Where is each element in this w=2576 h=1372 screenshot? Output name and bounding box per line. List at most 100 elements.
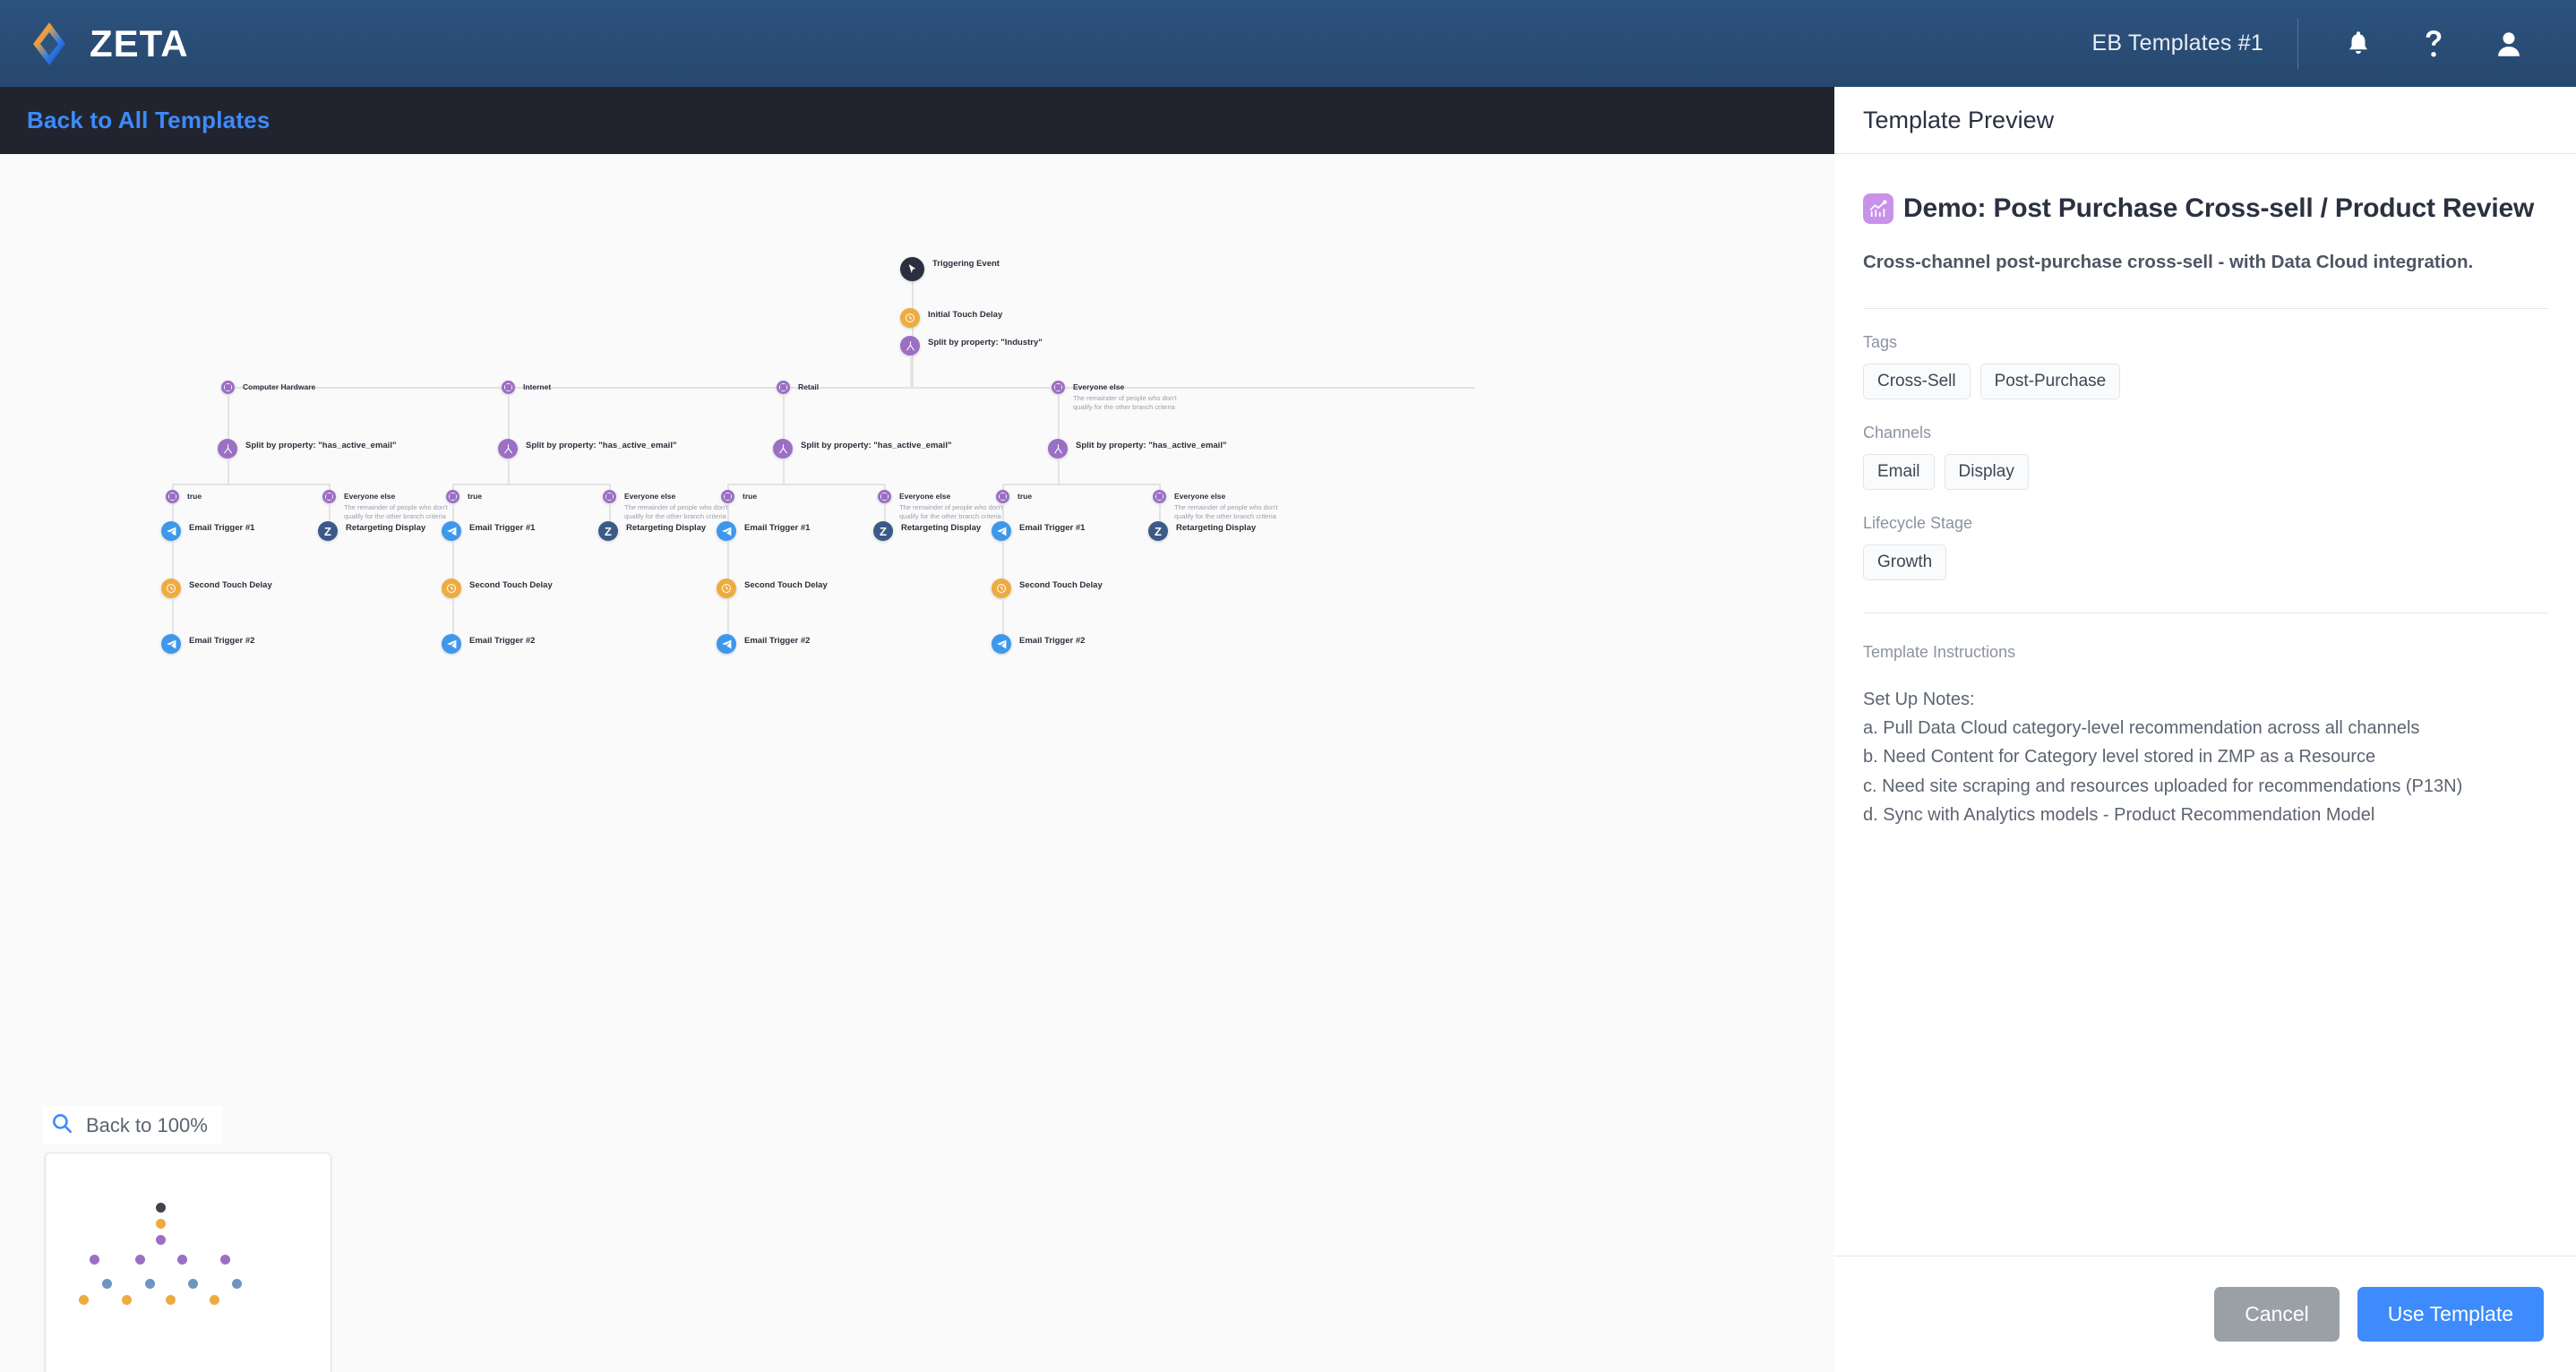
email-send-icon[interactable] [442, 521, 461, 541]
divider [1863, 307, 2547, 309]
branch-marker-icon[interactable] [1153, 490, 1166, 503]
channel-chip[interactable]: Email [1863, 453, 1935, 490]
branch-node[interactable]: true [166, 490, 202, 503]
branch-marker-icon[interactable] [996, 490, 1009, 503]
back-to-all-templates-link[interactable]: Back to All Templates [27, 107, 270, 133]
back-to-100-percent-button[interactable]: Back to 100% [43, 1106, 222, 1145]
flow-node-text: Email Trigger #1 [469, 521, 535, 534]
branch-node[interactable]: Computer Hardware [221, 381, 315, 394]
flow-node[interactable]: Split by property: "Industry" [900, 336, 1043, 356]
user-avatar-icon[interactable] [2485, 20, 2533, 68]
notification-bell-icon[interactable] [2334, 20, 2383, 68]
email-send-icon[interactable] [992, 634, 1011, 654]
channel-chip[interactable]: Display [1944, 453, 2029, 490]
lifecycle-chip[interactable]: Growth [1863, 544, 1947, 580]
clock-delay-icon[interactable] [161, 579, 181, 598]
clock-delay-icon[interactable] [900, 308, 920, 328]
help-question-icon[interactable] [2409, 20, 2458, 68]
flow-node[interactable]: Second Touch Delay [992, 579, 1103, 598]
zeta-display-icon[interactable]: Z [598, 521, 618, 541]
branch-marker-icon[interactable] [446, 490, 459, 503]
flow-node[interactable]: Split by property: "has_active_email" [1048, 439, 1226, 459]
brand-logo[interactable]: ZETA [25, 20, 189, 68]
flow-node[interactable]: Split by property: "has_active_email" [498, 439, 676, 459]
flow-node[interactable]: Email Trigger #1 [992, 521, 1085, 541]
flow-node[interactable]: Second Touch Delay [161, 579, 272, 598]
branch-node[interactable]: Retail [777, 381, 819, 394]
tag-chip[interactable]: Post-Purchase [1979, 363, 2121, 399]
split-branch-icon[interactable] [900, 336, 920, 356]
flow-node[interactable]: Email Trigger #1 [442, 521, 535, 541]
branch-node-label: true [743, 492, 758, 501]
flow-node[interactable]: Second Touch Delay [442, 579, 553, 598]
flow-node-text: Initial Touch Delay [928, 308, 1002, 321]
email-send-icon[interactable] [992, 521, 1011, 541]
branch-marker-icon[interactable] [322, 490, 336, 503]
email-send-icon[interactable] [717, 634, 736, 654]
branch-node[interactable]: true [996, 490, 1032, 503]
flow-node[interactable]: Email Trigger #1 [717, 521, 810, 541]
flow-node[interactable]: Split by property: "has_active_email" [773, 439, 951, 459]
branch-marker-icon[interactable] [166, 490, 179, 503]
flow-node[interactable]: Email Trigger #2 [442, 634, 535, 654]
email-send-icon[interactable] [717, 521, 736, 541]
zeta-display-icon[interactable]: Z [318, 521, 338, 541]
flow-edge [508, 459, 510, 484]
panel-footer: Cancel Use Template [1834, 1256, 2576, 1372]
flow-edge [172, 484, 330, 485]
split-branch-icon[interactable] [218, 439, 237, 459]
clock-delay-icon[interactable] [442, 579, 461, 598]
branch-marker-icon[interactable] [502, 381, 515, 394]
branch-marker-icon[interactable] [603, 490, 616, 503]
flow-node[interactable]: Second Touch Delay [717, 579, 828, 598]
branch-marker-icon[interactable] [878, 490, 891, 503]
branch-node[interactable]: true [721, 490, 757, 503]
email-send-icon[interactable] [442, 634, 461, 654]
minimap-node-dot [90, 1255, 99, 1265]
split-branch-icon[interactable] [773, 439, 793, 459]
branch-marker-icon[interactable] [1052, 381, 1065, 394]
branch-marker-icon[interactable] [721, 490, 734, 503]
flow-node[interactable]: Email Trigger #1 [161, 521, 254, 541]
cursor-click-icon[interactable] [900, 257, 924, 281]
use-template-button[interactable]: Use Template [2357, 1287, 2544, 1342]
branch-node[interactable]: true [446, 490, 482, 503]
flow-edge [329, 503, 331, 528]
branch-node-label: Everyone else [1174, 492, 1226, 501]
branch-marker-icon[interactable] [221, 381, 235, 394]
branch-marker-icon[interactable] [777, 381, 790, 394]
flow-node-text: Second Touch Delay [744, 579, 828, 591]
canvas-minimap[interactable] [45, 1153, 331, 1372]
flow-node[interactable]: Initial Touch Delay [900, 308, 1002, 328]
instructions-section-label: Template Instructions [1863, 642, 2016, 661]
zeta-display-icon[interactable]: Z [1148, 521, 1168, 541]
email-send-icon[interactable] [161, 634, 181, 654]
flow-node[interactable]: Email Trigger #2 [992, 634, 1085, 654]
clock-delay-icon[interactable] [717, 579, 736, 598]
zeta-display-icon[interactable]: Z [873, 521, 893, 541]
split-branch-icon[interactable] [498, 439, 518, 459]
tag-chip[interactable]: Cross-Sell [1863, 363, 1971, 399]
flow-node-label: Email Trigger #1 [1019, 523, 1086, 533]
split-branch-icon[interactable] [1048, 439, 1068, 459]
clock-delay-icon[interactable] [992, 579, 1011, 598]
cancel-button[interactable]: Cancel [2214, 1287, 2340, 1342]
flow-node[interactable]: Email Trigger #2 [161, 634, 254, 654]
flow-edge [884, 503, 886, 528]
flow-node[interactable]: Email Trigger #2 [717, 634, 810, 654]
minimap-node-dot [210, 1295, 219, 1305]
email-send-icon[interactable] [161, 521, 181, 541]
flow-node[interactable]: Split by property: "has_active_email" [218, 439, 396, 459]
flow-node[interactable]: Triggering Event [900, 257, 1000, 281]
branch-node[interactable]: Internet [502, 381, 551, 394]
